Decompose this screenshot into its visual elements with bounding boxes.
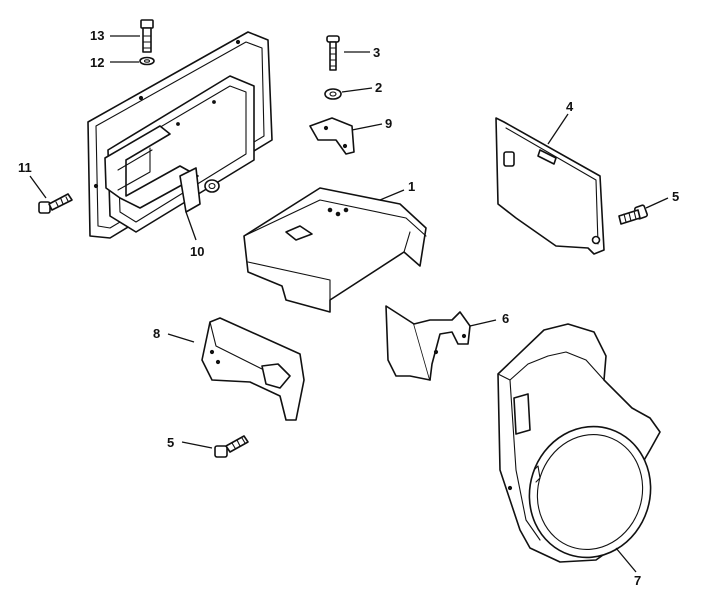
callout-8: 8 bbox=[153, 326, 160, 341]
callout-5-right: 5 bbox=[672, 189, 679, 204]
leader-2 bbox=[341, 87, 373, 93]
part-13-bolt bbox=[140, 19, 154, 53]
callout-9: 9 bbox=[385, 116, 392, 131]
leader-7 bbox=[615, 547, 637, 573]
callout-labels: 13 12 3 2 9 4 1 5 11 10 6 8 5 7 bbox=[18, 28, 679, 588]
part-8-duct bbox=[201, 317, 305, 421]
callout-11: 11 bbox=[18, 160, 32, 175]
part-11-screw bbox=[38, 193, 73, 214]
part-1-shroud bbox=[243, 187, 427, 313]
part-12-washer bbox=[139, 56, 155, 66]
leader-5-left bbox=[181, 441, 213, 449]
part-3-screw bbox=[326, 35, 340, 71]
part-7-blower-housing bbox=[497, 323, 661, 563]
part-6-bracket bbox=[385, 305, 471, 381]
leader-8 bbox=[167, 333, 195, 343]
part-5-screw-right bbox=[618, 204, 648, 225]
leader-6 bbox=[469, 319, 497, 327]
leader-4 bbox=[547, 113, 569, 145]
callout-4: 4 bbox=[566, 99, 574, 114]
leader-5-right bbox=[645, 197, 669, 209]
leader-11 bbox=[29, 175, 47, 199]
callout-10: 10 bbox=[190, 244, 204, 259]
leader-1 bbox=[379, 189, 405, 201]
callout-12: 12 bbox=[90, 55, 104, 70]
part-4-side-plate bbox=[495, 117, 605, 255]
part-10-panel-assembly bbox=[87, 31, 273, 239]
callout-6: 6 bbox=[502, 311, 509, 326]
callout-7: 7 bbox=[634, 573, 641, 588]
part-5-screw-left bbox=[214, 435, 249, 458]
callout-1: 1 bbox=[408, 179, 415, 194]
leader-lines bbox=[29, 35, 669, 573]
leader-9 bbox=[351, 123, 383, 131]
callout-13: 13 bbox=[90, 28, 104, 43]
leader-10 bbox=[185, 211, 197, 241]
callout-5-left: 5 bbox=[167, 435, 174, 450]
part-2-nut bbox=[324, 88, 342, 100]
part-9-bracket bbox=[309, 117, 355, 155]
callout-3: 3 bbox=[373, 45, 380, 60]
callout-2: 2 bbox=[375, 80, 382, 95]
